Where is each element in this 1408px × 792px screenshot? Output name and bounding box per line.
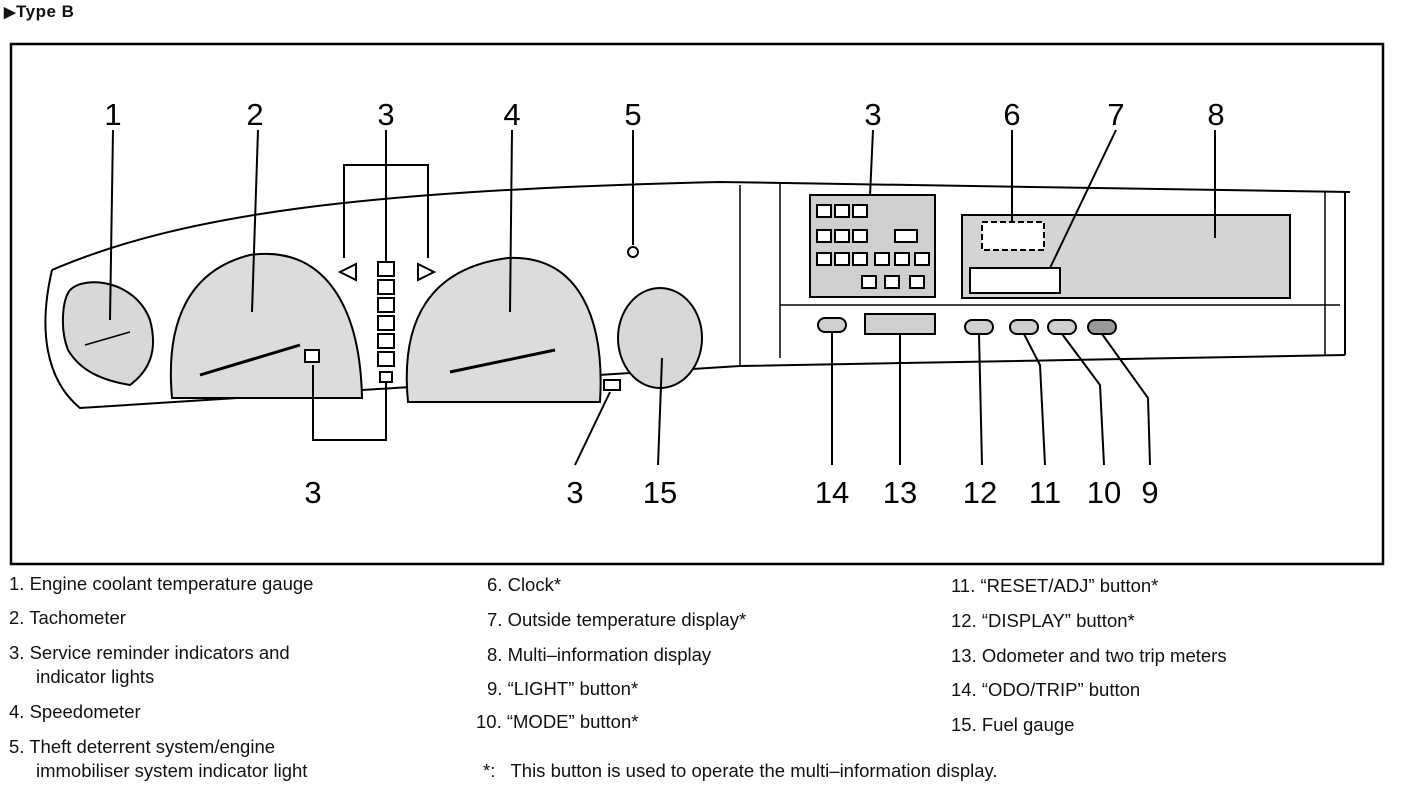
section-title: Type B (16, 2, 75, 21)
section-header: ▶Type B (4, 2, 74, 22)
triangle-marker-icon: ▶ (4, 4, 17, 21)
callout-13: 13 (883, 475, 917, 510)
callout-12: 12 (963, 475, 997, 510)
theft-indicator (627, 246, 639, 258)
tachometer (169, 252, 364, 399)
callout-10: 10 (1087, 475, 1121, 510)
legend-item-11: 11. “RESET/ADJ” button* (951, 575, 1159, 596)
legend-item-4: 4. Speedometer (9, 701, 141, 722)
callout-3-bottom-right: 3 (566, 475, 583, 510)
warning-light-block (809, 194, 936, 298)
callout-9: 9 (1141, 475, 1158, 510)
reset-adj-button-shape (1009, 319, 1039, 335)
callout-3-right: 3 (864, 97, 881, 132)
callout-4: 4 (503, 97, 520, 132)
legend-item-7: 7. Outside temperature display* (487, 609, 747, 630)
odo-trip-button-shape (817, 317, 847, 333)
callout-15: 15 (643, 475, 677, 510)
footnote-mark: *: (483, 760, 496, 781)
callout-2: 2 (246, 97, 263, 132)
callout-14: 14 (815, 475, 849, 510)
speedometer (405, 256, 621, 403)
callout-3-top: 3 (377, 97, 394, 132)
legend-item-9: 9. “LIGHT” button* (487, 678, 639, 699)
light-button-shape (1087, 319, 1117, 335)
odometer-display-shape (864, 313, 936, 335)
callout-5: 5 (624, 97, 641, 132)
cluster-bottom-edge (44, 269, 1346, 410)
callout-1: 1 (104, 97, 121, 132)
indicator-column (337, 261, 437, 383)
legend-item-8: 8. Multi–information display (487, 644, 712, 665)
callout-6: 6 (1003, 97, 1020, 132)
display-button-shape (964, 319, 994, 335)
legend-item-1: 1. Engine coolant temperature gauge (9, 573, 314, 594)
multi-information-display (961, 214, 1291, 299)
callout-3-bottom-left: 3 (304, 475, 321, 510)
callout-8: 8 (1207, 97, 1224, 132)
callout-7: 7 (1107, 97, 1124, 132)
legend-item-10: 10. “MODE” button* (476, 711, 639, 732)
mode-button-shape (1047, 319, 1077, 335)
fuel-gauge (617, 287, 703, 389)
cluster-top-edge (51, 180, 1351, 271)
legend-item-14: 14. “ODO/TRIP” button (951, 679, 1141, 700)
legend-item-15: 15. Fuel gauge (951, 714, 1075, 735)
instrument-panel-diagram: 1 2 3 4 5 3 6 7 8 3 3 15 14 13 12 11 10 … (9, 42, 1385, 566)
coolant-temp-gauge (61, 281, 155, 387)
legend-item-2: 2. Tachometer (9, 607, 126, 628)
legend-item-12: 12. “DISPLAY” button* (951, 610, 1135, 631)
legend-item-6: 6. Clock* (487, 574, 562, 595)
footnote: *: This button is used to operate the mu… (483, 760, 998, 782)
footnote-text: This button is used to operate the multi… (510, 760, 998, 781)
callout-11: 11 (1029, 475, 1061, 510)
diagram-frame (9, 42, 1385, 566)
legend-item-13: 13. Odometer and two trip meters (951, 645, 1227, 666)
